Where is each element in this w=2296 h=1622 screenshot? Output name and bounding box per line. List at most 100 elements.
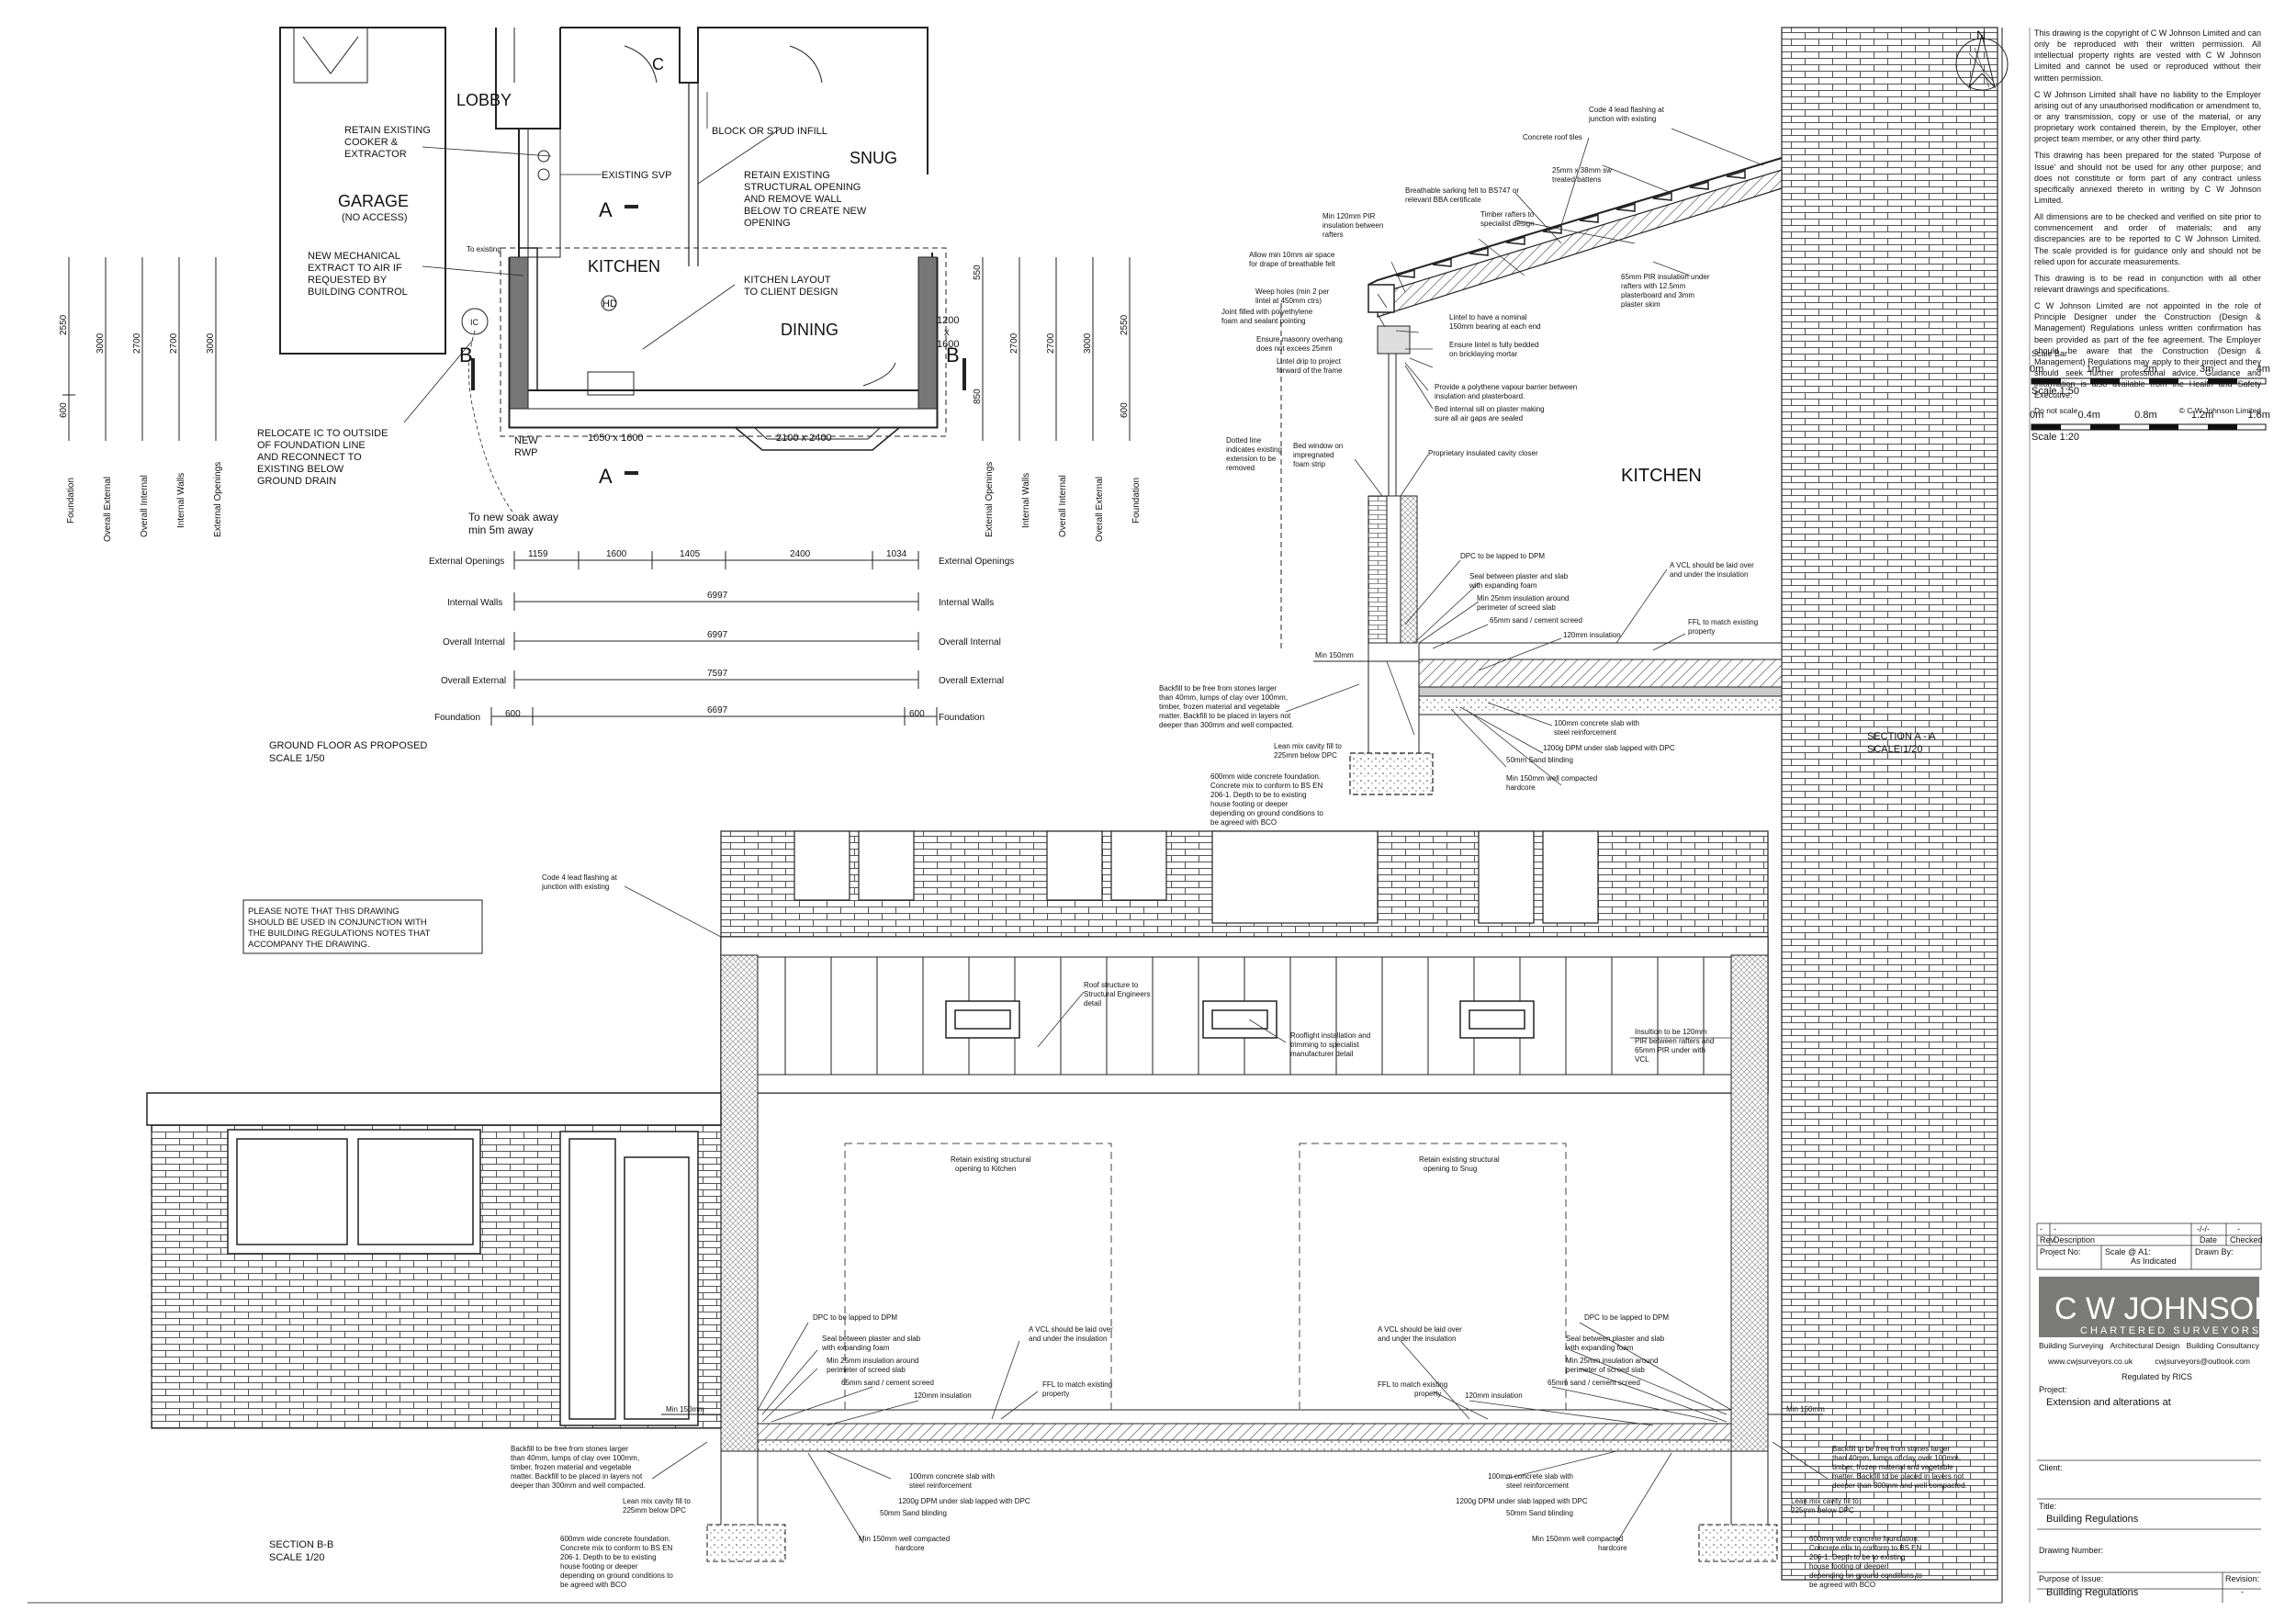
vlabel-right-2: Overall Internal [1058, 475, 1068, 537]
room-kitchen: KITCHEN [588, 257, 660, 276]
hdim-label-3r: Overall External [939, 676, 1004, 686]
section-a-top: A [599, 198, 613, 221]
note-para-0: This drawing is the copyright of C W Joh… [2034, 28, 2261, 83]
hdim-label-1: Internal Walls [447, 598, 502, 608]
label-c: C [652, 55, 664, 73]
section-b-title: SECTION B-B [269, 1539, 333, 1550]
hdim-label-2: Overall Internal [443, 637, 505, 648]
garage-sub: (NO ACCESS) [342, 212, 408, 223]
note-to-existing: To existing [467, 245, 501, 253]
label-hd: HD [602, 298, 617, 310]
room-lobby: LOBBY [456, 91, 512, 109]
note-para-1: C W Johnson Limited shall have no liabil… [2034, 89, 2261, 144]
upper-windows [793, 830, 1599, 924]
vdim-right-2: 850 [973, 389, 983, 404]
sb-screed-right: 65mm sand / cement screed [1548, 1379, 1640, 1387]
sb-blinding-right: 50mm Sand blinding [1506, 1509, 1573, 1517]
note-block-stud: BLOCK OR STUD INFILL [712, 126, 827, 137]
title-block-frame [2036, 1222, 2262, 1603]
sb-blinding-left: 50mm Sand blinding [880, 1509, 947, 1517]
hdim-3-0: 7597 [707, 669, 728, 679]
sb-dpm-right: 1200g DPM under slab lapped with DPC [1456, 1497, 1588, 1505]
vlabel-left-0: Foundation [66, 478, 76, 524]
hdim-label-4r: Foundation [939, 713, 985, 723]
sb-dpm-left: 1200g DPM under slab lapped with DPC [898, 1497, 1030, 1505]
bar2-tick-2: 0.8m [2134, 410, 2157, 421]
tb-service-0: Building Surveying [2039, 1341, 2104, 1350]
scale-bar-2 [2031, 423, 2267, 431]
logo-box [2039, 1277, 2259, 1337]
ground-floor-plan: LOBBY SNUG GARAGE (NO ACCESS) KITCHEN DI… [59, 27, 1142, 764]
sa-screed: 65mm sand / cement screed [1490, 616, 1582, 625]
section-a-title: SECTION A - A [1867, 731, 1936, 742]
tb-purpose: Building Regulations [2046, 1587, 2139, 1598]
section-a-room-kitchen: KITCHEN [1621, 466, 1702, 486]
hdim-1-0: 6997 [707, 591, 728, 601]
hdim-label-0r: External Openings [939, 557, 1014, 567]
existing-house-openings [227, 1129, 699, 1426]
vlabel-right-3: Overall External [1095, 477, 1105, 542]
section-markers: A A B B [459, 198, 960, 488]
room-snug: SNUG [850, 149, 897, 167]
vertical-dims-left-values: 2550 600 3000 2700 2700 3000 Foundation … [59, 314, 223, 542]
dim-window-2: 2100 x 2400 [776, 433, 832, 444]
note-para-5: C W Johnson Limited are not appointed in… [2034, 301, 2261, 400]
plan-scale: SCALE 1/50 [269, 753, 325, 764]
bar1-tick-2: 2m [2143, 364, 2157, 375]
vdim-right-3: 2700 [1009, 332, 1019, 354]
section-b-right: B [946, 344, 960, 366]
tb-project: Extension and alterations at [2046, 1397, 2171, 1408]
rooflights [945, 1000, 1535, 1039]
vertical-dims-right [982, 257, 1131, 441]
copyright: © C W Johnson Limited [2178, 406, 2261, 416]
vlabel-right-1: Internal Walls [1021, 473, 1031, 528]
scale-bar-title: Scale Bar [2032, 349, 2068, 358]
sb-foundation-left: 600mm wide concrete foundation.Concrete … [560, 1535, 673, 1589]
vertical-dims-left [62, 257, 217, 441]
sa-foundation: 600mm wide concrete foundation.Concrete … [1210, 772, 1323, 827]
tb-date-label: Date [2200, 1235, 2218, 1245]
tb-title: Building Regulations [2046, 1514, 2139, 1525]
vdim-left-1: 3000 [96, 332, 106, 354]
vdim-right-bottom: 600 [1120, 402, 1130, 418]
vlabel-left-4: External Openings [213, 462, 223, 537]
north-arrow [1955, 34, 2009, 91]
room-garage: GARAGE [338, 192, 409, 210]
sb-foundation-right: 600mm wide concrete foundation.Concrete … [1809, 1535, 1922, 1589]
tb-drawn-by: Drawn By: [2195, 1247, 2234, 1256]
hdim-0-2: 1405 [680, 549, 701, 559]
horizontal-dims [490, 551, 938, 726]
existing-brick-wall [1781, 27, 1998, 1581]
dim-window-1: 1050 x 1600 [588, 433, 644, 444]
